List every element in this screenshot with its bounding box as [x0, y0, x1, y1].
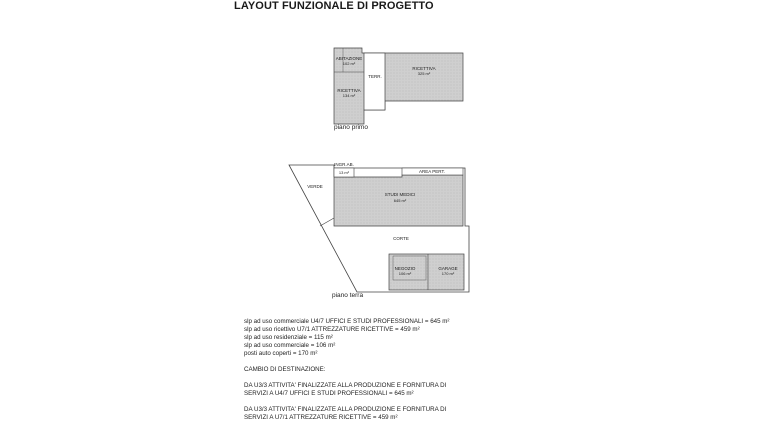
- lower-block: [388, 253, 465, 291]
- room-label: TERR.: [368, 74, 382, 79]
- summary-line: slp ad uso commerciale U4/7 UFFICI E STU…: [244, 318, 450, 325]
- room-label: NEGOZIO: [395, 266, 416, 271]
- upper-floor-caption: piano primo: [334, 124, 368, 131]
- terrace-area: [363, 52, 386, 111]
- room-label: VERDE: [307, 184, 323, 189]
- upper-floor-plan: [333, 47, 464, 125]
- room-label: CORTE: [393, 236, 409, 241]
- room-label: RICETTIVA: [337, 88, 360, 93]
- area-pert-area: [401, 167, 464, 176]
- page-title: LAYOUT FUNZIONALE DI PROGETTO: [234, 0, 434, 12]
- ground-floor-plan: [288, 164, 470, 293]
- room-area: 645 m²: [394, 198, 407, 203]
- change-heading: CAMBIO DI DESTINAZIONE:: [244, 366, 326, 373]
- summary-line: slp ad uso residenziale = 115 m²: [244, 334, 333, 341]
- ingr-ab-area: [333, 167, 355, 178]
- change-line: DA U3/3 ATTIVITA' FINALIZZATE ALLA PRODU…: [244, 382, 447, 389]
- summary-line: slp ad uso commerciale = 106 m²: [244, 342, 336, 349]
- change-line: SERVIZI A U7/1 ATTREZZATURE RICETTIVE = …: [244, 414, 398, 421]
- summary-notes: slp ad uso commerciale U4/7 UFFICI E STU…: [244, 318, 504, 422]
- negozio-area: [392, 255, 427, 281]
- room-label: STUDI MEDICI: [385, 192, 416, 197]
- room-label: ABITAZIONE: [336, 56, 362, 61]
- room-label: AREA PERT.: [419, 169, 445, 174]
- change-line: DA U3/3 ATTIVITA' FINALIZZATE ALLA PRODU…: [244, 406, 447, 413]
- room-area: 106 m²: [399, 271, 412, 276]
- site-outline: [288, 164, 470, 293]
- room-area: 13 m²: [339, 170, 350, 175]
- summary-line: slp ad uso ricettivo U7/1 ATTREZZATURE R…: [244, 326, 420, 333]
- room-label: RICETTIVA: [412, 66, 435, 71]
- room-area: 325 m²: [418, 71, 431, 76]
- room-label: INGR.AB.: [334, 162, 354, 167]
- room-area: 102 m²: [343, 61, 356, 66]
- ground-floor-caption: piano terra: [332, 292, 364, 299]
- room-area: 170 m²: [442, 271, 455, 276]
- room-label: GARAGE: [438, 266, 457, 271]
- room-area: 134 m²: [343, 93, 356, 98]
- summary-line: posti auto coperti = 170 m²: [244, 350, 318, 357]
- change-line: SERVIZI A U4/7 UFFICI E STUDI PROFESSION…: [244, 390, 414, 397]
